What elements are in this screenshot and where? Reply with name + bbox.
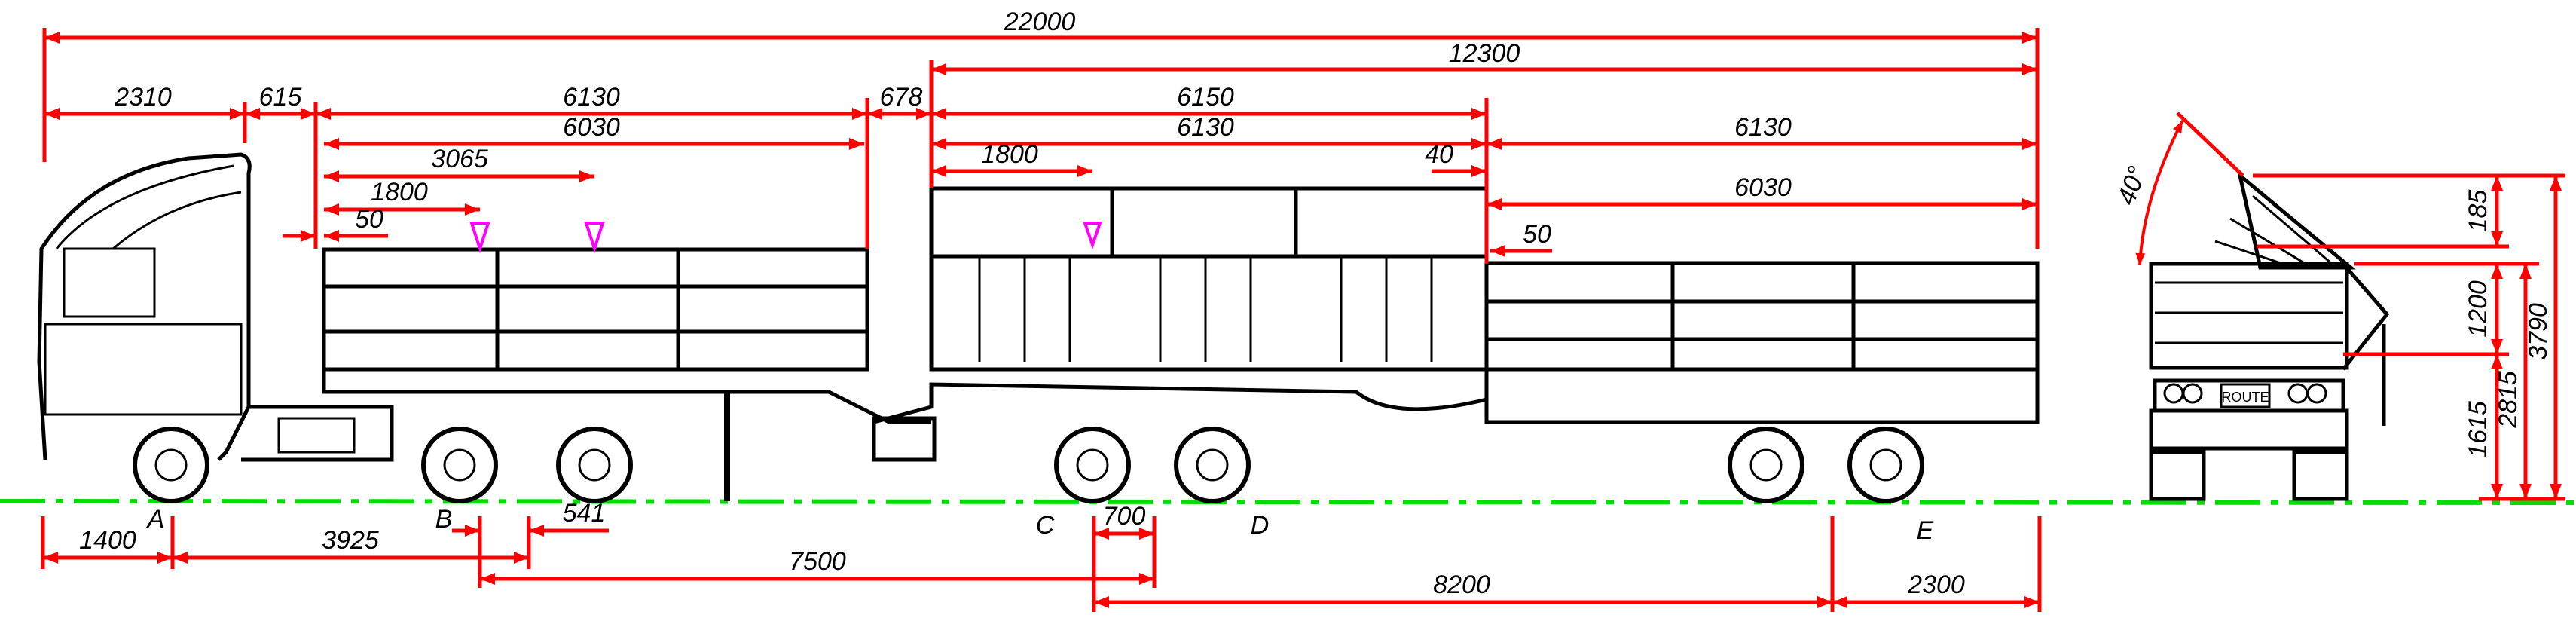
tractor-cab	[37, 152, 394, 462]
dim-body1-offset: 50	[355, 205, 383, 234]
ground-line	[0, 499, 2576, 505]
body-3	[1484, 261, 2040, 424]
load-marker-icon	[1083, 222, 1102, 250]
rear-view-dimensions: 40° 185 1200 1615 2815 3790	[2112, 112, 2565, 501]
axle-label-c: C	[1036, 511, 1055, 540]
dim-cab: 2310	[114, 83, 172, 112]
dim-total-height: 3790	[2524, 303, 2553, 360]
dimensions-top: 22000 12300 2310 615 6130 678 6150 6130 …	[42, 8, 2040, 264]
dim-c-to-e: 8200	[1433, 571, 1490, 599]
dim-body3-outer: 6130	[1734, 113, 1792, 142]
rear-view: ROUTE	[2149, 170, 2390, 501]
dim-body1-half: 3065	[431, 145, 488, 173]
axle-label-a: A	[146, 505, 165, 534]
wheels	[133, 427, 1924, 503]
dim-tilt-angle: 40°	[2112, 163, 2152, 209]
dim-side-height: 1200	[2464, 280, 2492, 338]
dim-trailer-length: 12300	[1449, 39, 1520, 68]
dim-body3-inner: 6030	[1734, 173, 1792, 202]
body-1	[322, 247, 931, 424]
dim-gap-front: 615	[259, 83, 302, 112]
dim-body1-inner: 6030	[563, 113, 620, 142]
axle-label-e: E	[1917, 516, 1934, 545]
load-marker-icon	[584, 222, 605, 254]
dim-front-overhang: 1400	[79, 526, 136, 555]
dim-body1-outer: 6130	[563, 83, 620, 112]
dim-fifth-wheel: 541	[563, 499, 606, 528]
dim-wheelbase: 3925	[322, 526, 379, 555]
dim-floor-height: 1615	[2464, 401, 2492, 458]
dim-overall-length: 22000	[1004, 8, 1076, 36]
dim-body3-offset: 50	[1523, 220, 1551, 249]
dim-body2-gap: 40	[1425, 140, 1453, 169]
dim-tilt-rise: 185	[2464, 190, 2492, 233]
dimensions-bottom: 1400 3925 541 7500 700 8200 2300	[41, 499, 2042, 612]
dim-rear-overhang: 2300	[1907, 571, 1965, 599]
dim-body2-inner: 6130	[1177, 113, 1234, 142]
rear-plate-text: ROUTE	[2222, 390, 2269, 405]
dim-body2-marker: 1800	[981, 140, 1038, 169]
axle-label-d: D	[1251, 511, 1270, 540]
dim-body1-marker: 1800	[371, 178, 428, 207]
body-2	[872, 186, 1489, 462]
dim-body2-outer: 6150	[1177, 83, 1234, 112]
dim-body-height: 2815	[2494, 371, 2523, 429]
axle-label-b: B	[435, 505, 453, 534]
dim-c-offset: 700	[1103, 502, 1146, 531]
dim-gap-mid: 678	[880, 83, 923, 112]
load-marker-icon	[469, 222, 490, 254]
dim-kingpin-to-c: 7500	[789, 547, 846, 576]
